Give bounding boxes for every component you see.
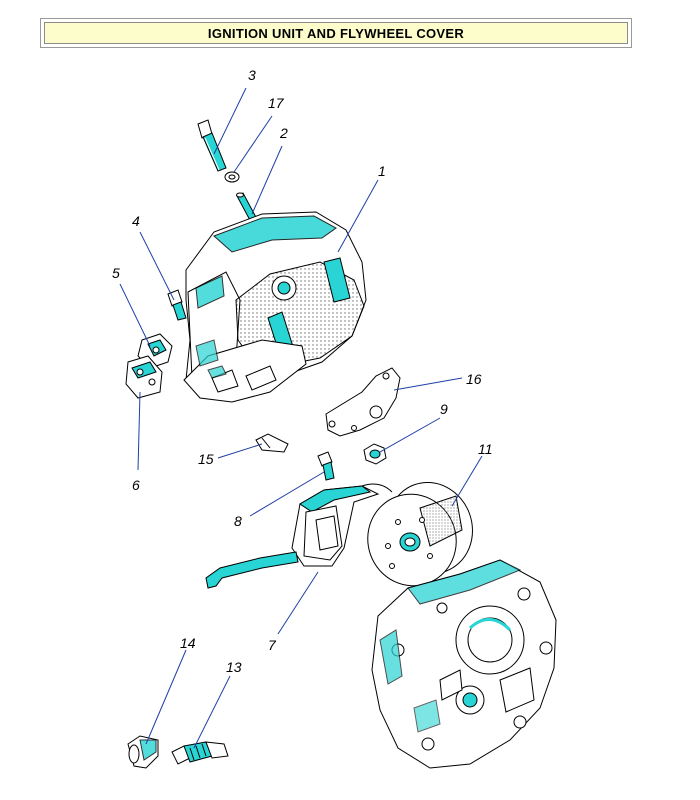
callout-2: 2	[279, 125, 288, 141]
part-1-flywheel-cover	[183, 211, 367, 403]
callout-7: 7	[268, 637, 277, 653]
callout-4: 4	[132, 213, 140, 229]
leader-2	[251, 145, 283, 215]
leader-3	[213, 87, 247, 155]
leader-17	[233, 115, 273, 173]
callout-16: 16	[466, 371, 482, 387]
leader-15	[217, 443, 263, 459]
leader-16	[393, 377, 463, 391]
title-box: IGNITION UNIT AND FLYWHEEL COVER	[40, 18, 632, 48]
callout-8: 8	[234, 513, 242, 529]
leader-lines	[119, 87, 483, 749]
callout-1: 1	[378, 163, 386, 179]
leader-11	[451, 455, 483, 507]
callout-13: 13	[226, 659, 242, 675]
leader-6	[137, 391, 141, 471]
crankcase-housing	[371, 559, 557, 769]
leader-14	[145, 649, 187, 745]
part-3-bolt	[197, 119, 227, 172]
leader-1	[337, 179, 379, 253]
diagram-title: IGNITION UNIT AND FLYWHEEL COVER	[44, 22, 628, 44]
part-8-screw	[317, 451, 335, 481]
callout-6: 6	[132, 477, 140, 493]
part-13-sensor	[171, 741, 229, 765]
callout-9: 9	[440, 401, 448, 417]
part-6-clip	[125, 355, 163, 399]
part-16-bracket	[325, 367, 401, 437]
leader-8	[249, 471, 325, 517]
callout-17: 17	[268, 95, 285, 111]
part-9-nut	[363, 443, 387, 465]
callout-14: 14	[180, 635, 196, 651]
part-17-washer	[224, 171, 240, 183]
part-7-ignition-coil	[205, 483, 393, 589]
part-11-flywheel-rotor	[367, 481, 473, 587]
leader-13	[193, 675, 231, 749]
callout-5: 5	[112, 265, 120, 281]
leader-5	[119, 283, 151, 347]
callout-labels: 3 17 2 1 4 5 6 16 9 11 15 8 7 14 13	[112, 67, 493, 675]
callout-11: 11	[478, 441, 493, 457]
callout-3: 3	[248, 67, 256, 83]
leader-9	[379, 417, 441, 453]
leader-4	[139, 231, 175, 301]
leader-7	[277, 571, 319, 635]
callout-15: 15	[198, 451, 214, 467]
part-14-connector	[127, 735, 159, 769]
part-15-tab	[255, 433, 289, 453]
